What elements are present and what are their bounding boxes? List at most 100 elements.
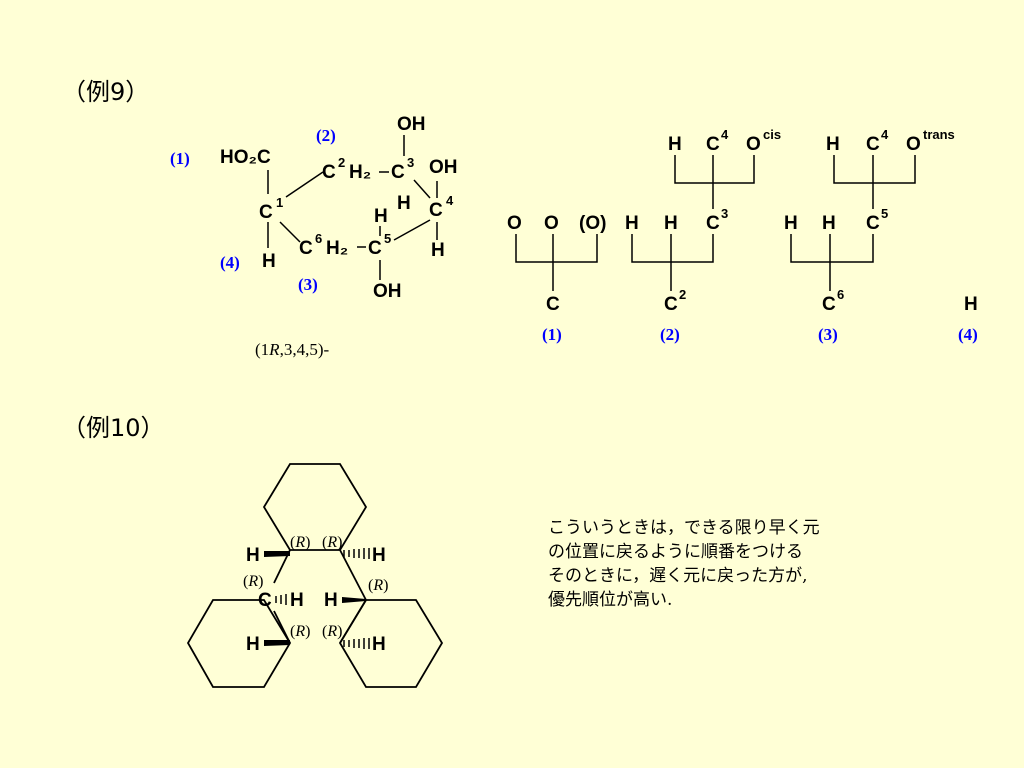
note-line: そのときに，遅く元に戻った方が,: [548, 566, 808, 586]
tree-b3-label: (3): [818, 325, 838, 344]
tree-b2-root-number: 2: [679, 287, 686, 302]
tree-b1-bonds: [515, 234, 598, 291]
tree-b3-top-bonds: [833, 155, 916, 209]
ex10-h-right-top: H: [372, 545, 386, 566]
tree-b2-label: (2): [660, 325, 680, 344]
bond-c3-c4: [413, 179, 431, 199]
tree-b4-label: (4): [958, 325, 978, 344]
tree-b2-top-h: H: [668, 134, 682, 155]
hash-top-right: [343, 548, 370, 559]
example9-digraph: O O (O) C (1) H C 4 O cis H H C 3 C 2 (2…: [507, 127, 978, 344]
tree-b3-h2: H: [822, 213, 836, 234]
example10-heading: （例10）: [62, 414, 165, 442]
tree-b2-h1: H: [625, 213, 639, 234]
tree-b2-root: C: [664, 294, 678, 315]
example9-structure: HO₂C C 1 H C 2 H₂ C 3 OH H OH C 4 H H C …: [170, 114, 458, 359]
atom-c5-number: 5: [384, 231, 391, 246]
tree-b2-bonds: [631, 234, 714, 291]
tree-b3-top-h: H: [826, 134, 840, 155]
tree-b2-top-o: O: [746, 134, 761, 155]
r-descriptor-bottom-right: (R): [322, 623, 342, 640]
ring-bottom-left: [186, 599, 292, 688]
atom-c1: C: [259, 202, 273, 223]
tree-b2-c: C: [706, 213, 720, 234]
atom-c5-oh: OH: [373, 281, 402, 302]
ring-bottom-right: [338, 599, 444, 688]
atom-c6-number: 6: [315, 231, 322, 246]
atom-c4-h: H: [431, 240, 445, 261]
tree-b3-c-number: 5: [881, 206, 888, 221]
example10-structure: H H C H H H H (R) (R) (R) (R) (R) (R): [186, 463, 444, 688]
tree-b1-o2: O: [544, 213, 559, 234]
bond-c4-c5: [393, 219, 431, 241]
wedge-mid-right: [342, 597, 366, 603]
atom-c4-number: 4: [446, 193, 454, 208]
tree-b3-top-c: C: [866, 134, 880, 155]
tree-b2-top-bonds: [674, 155, 755, 209]
r-descriptor-right: (R): [368, 577, 388, 594]
tree-b1-o1: O: [507, 213, 522, 234]
tree-b3-top-c-number: 4: [881, 127, 889, 142]
r-descriptor-left: (R): [243, 573, 263, 590]
atom-c2: C: [322, 162, 336, 183]
example9-heading: （例9）: [62, 78, 150, 106]
atom-c4-oh: OH: [429, 157, 458, 178]
stereo-descriptor: (1R,3,4,5)-: [255, 340, 329, 359]
tree-b2-h2: H: [664, 213, 678, 234]
bond-c1-c2: [285, 171, 324, 198]
atom-c2-h2: H₂: [349, 162, 371, 183]
tree-b2-top-o-cis: cis: [763, 127, 781, 142]
ring-top: [262, 463, 368, 551]
atom-c5-h: H: [374, 206, 388, 227]
bond-c1-c6: [279, 221, 301, 243]
tree-b3-root-number: 6: [837, 287, 844, 302]
r-descriptor-top-left: (R): [290, 534, 310, 551]
branch-label-3: (3): [298, 275, 318, 294]
atom-c5: C: [368, 238, 382, 259]
wedge-bottom-left: [264, 640, 290, 646]
r-descriptor-top-right: (R): [322, 534, 342, 551]
tree-b3-c: C: [866, 213, 880, 234]
tree-b3-bonds: [790, 234, 874, 291]
tree-b3-top-o-trans: trans: [923, 127, 955, 142]
tree-b1-o3: (O): [579, 213, 606, 234]
atom-c4: C: [429, 200, 443, 221]
atom-c2-number: 2: [338, 155, 345, 170]
ex10-h-left-bottom: H: [246, 634, 260, 655]
tree-b3-h1: H: [784, 213, 798, 234]
branch-label-1: (1): [170, 149, 190, 168]
tree-b3-root: C: [822, 294, 836, 315]
hash-bottom-right: [343, 638, 370, 649]
tree-b3-top-o: O: [906, 134, 921, 155]
explanation-note: こういうときは，できる限り早く元 の位置に戻るように順番をつける そのときに，遅…: [548, 516, 928, 612]
atom-c3-oh: OH: [397, 114, 426, 135]
branch-label-4: (4): [220, 253, 240, 272]
bond-right-top: [339, 549, 367, 601]
tree-b2-top-c: C: [706, 134, 720, 155]
bond-right-bottom: [339, 599, 367, 644]
r-descriptor-bottom-left: (R): [290, 623, 310, 640]
tree-b4-root: H: [964, 294, 978, 315]
note-line: 優先順位が高い.: [548, 590, 673, 610]
note-line: の位置に戻るように順番をつける: [548, 542, 803, 562]
ex10-c-mid: C: [258, 590, 272, 611]
wedge-top-left: [264, 551, 290, 557]
note-line: こういうときは，できる限り早く元: [548, 518, 820, 538]
tree-b1-label: (1): [542, 325, 562, 344]
tree-b2-top-c-number: 4: [721, 127, 729, 142]
tree-b2-c-number: 3: [721, 206, 728, 221]
atom-c3-h: H: [397, 193, 411, 214]
tree-b1-root: C: [546, 294, 560, 315]
ex10-h-left-top: H: [246, 545, 260, 566]
atom-c6: C: [299, 238, 313, 259]
ex10-h-right-bottom: H: [372, 634, 386, 655]
branch-label-2: (2): [316, 126, 336, 145]
hash-mid-left: [275, 594, 287, 605]
cooh-group: HO₂C: [220, 147, 271, 168]
atom-c1-number: 1: [276, 195, 283, 210]
ex10-h-mid-right: H: [324, 590, 338, 611]
atom-c6-h2: H₂: [326, 238, 348, 259]
bond-left-bottom: [273, 610, 291, 644]
